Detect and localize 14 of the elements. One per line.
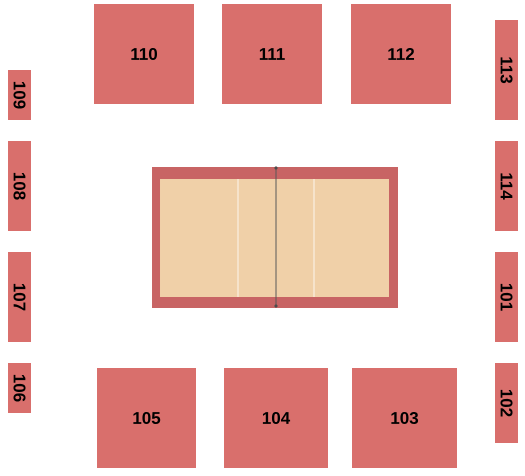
section-block: 101: [495, 252, 518, 342]
section-block: 108: [8, 141, 31, 231]
section-block: 105: [97, 368, 196, 468]
section-block: 111: [222, 4, 322, 104]
section-block: 109: [8, 70, 31, 120]
section-block: 103: [352, 368, 457, 468]
section-block: 110: [94, 4, 194, 104]
section-block: 102: [495, 363, 518, 443]
section-block: 106: [8, 363, 31, 413]
section-block: 113: [495, 20, 518, 120]
section-block: 112: [351, 4, 451, 104]
section-block: 114: [495, 141, 518, 231]
section-block: 104: [224, 368, 328, 468]
section-block: 107: [8, 252, 31, 342]
